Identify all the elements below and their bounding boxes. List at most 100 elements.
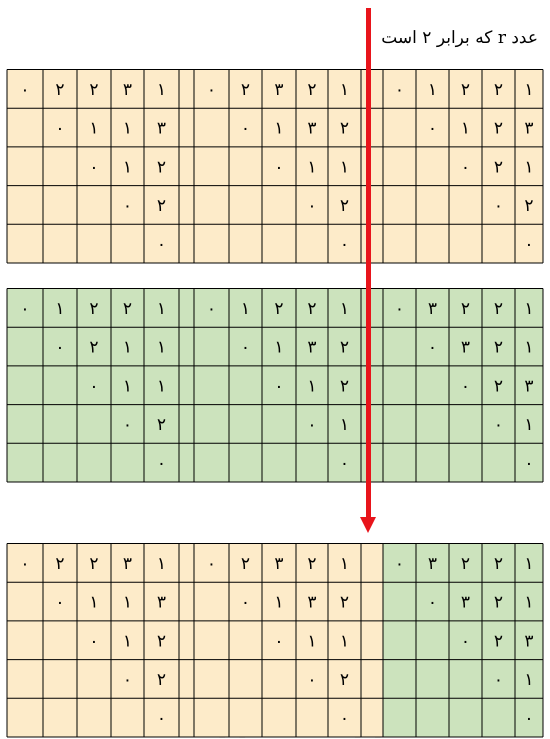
cell-value: ۱ [123, 338, 132, 358]
cell-value: ۰ [274, 631, 283, 651]
cell-value: ۰ [307, 196, 316, 216]
cell-value: ۱ [307, 157, 316, 177]
cell-value: ۱ [307, 376, 316, 396]
cell-value: ۰ [241, 593, 250, 613]
cell-value: ۱ [55, 299, 64, 319]
cell-value: ۰ [20, 299, 29, 319]
cell-value: ۰ [207, 299, 216, 319]
cell-value: ۰ [494, 415, 503, 435]
cell-value: ۲ [157, 196, 166, 216]
cell-value: ۰ [428, 593, 437, 613]
cell-value: ۳ [307, 593, 316, 613]
cell-value: ۲ [524, 196, 533, 216]
cell-value: ۰ [157, 709, 166, 729]
cell-value: ۲ [494, 593, 503, 613]
cell-value: ۲ [89, 299, 98, 319]
cell-value: ۰ [524, 235, 533, 255]
cell-value: ۲ [494, 119, 503, 139]
cell-value: ۲ [340, 119, 349, 139]
cell-value: ۲ [461, 299, 470, 319]
cell-value: ۰ [395, 554, 404, 574]
cell-value: ۰ [89, 376, 98, 396]
cell-value: ۱ [340, 299, 349, 319]
cell-value: ۲ [307, 80, 316, 100]
cell-value: ۱ [157, 80, 166, 100]
cell-value: ۲ [494, 338, 503, 358]
cell-value: ۱ [524, 338, 533, 358]
cell-value: ۰ [524, 454, 533, 474]
cell-value: ۱ [241, 299, 250, 319]
cell-value: ۰ [89, 631, 98, 651]
cell-value: ۰ [340, 709, 349, 729]
cell-value: ۳ [157, 119, 166, 139]
cell-value: ۳ [524, 376, 533, 396]
cell-value: ۲ [340, 338, 349, 358]
cell-value: ۰ [89, 157, 98, 177]
cell-value: ۱ [307, 631, 316, 651]
cell-value: ۲ [307, 554, 316, 574]
cell-value: ۳ [274, 80, 283, 100]
cell-value: ۰ [207, 80, 216, 100]
cell-value: ۲ [89, 338, 98, 358]
cell-value: ۱ [524, 80, 533, 100]
cell-value: ۲ [494, 376, 503, 396]
cell-value: ۲ [340, 670, 349, 690]
cell-value: ۰ [123, 196, 132, 216]
cell-value: ۳ [307, 119, 316, 139]
cell-value: ۲ [274, 299, 283, 319]
cell-value: ۱ [524, 670, 533, 690]
cell-value: ۰ [461, 631, 470, 651]
cell-value: ۳ [274, 554, 283, 574]
cell-value: ۲ [157, 670, 166, 690]
cell-value: ۰ [395, 299, 404, 319]
cell-value: ۲ [494, 157, 503, 177]
cell-value: ۰ [307, 670, 316, 690]
cell-value: ۱ [274, 119, 283, 139]
cell-value: ۰ [241, 119, 250, 139]
cell-value: ۲ [157, 157, 166, 177]
cell-value: ۳ [524, 119, 533, 139]
cell-value: ۲ [157, 631, 166, 651]
cell-value: ۱ [89, 593, 98, 613]
cell-value: ۱ [340, 415, 349, 435]
cell-value: ۳ [307, 338, 316, 358]
cell-value: ۰ [340, 235, 349, 255]
cell-value: ۰ [395, 80, 404, 100]
cell-value: ۲ [461, 554, 470, 574]
cell-value: ۱ [340, 80, 349, 100]
cell-value: ۲ [241, 80, 250, 100]
cell-value: ۱ [524, 554, 533, 574]
cell-value: ۳ [123, 554, 132, 574]
cell-value: ۲ [340, 593, 349, 613]
cell-value: ۲ [307, 299, 316, 319]
cell-value: ۲ [89, 554, 98, 574]
cell-value: ۰ [123, 670, 132, 690]
cell-value: ۲ [340, 196, 349, 216]
cell-value: ۰ [428, 338, 437, 358]
cell-value: ۳ [123, 80, 132, 100]
cell-value: ۱ [524, 593, 533, 613]
cell-value: ۱ [123, 157, 132, 177]
cell-value: ۱ [274, 593, 283, 613]
cell-value: ۳ [157, 593, 166, 613]
cell-value: ۰ [55, 119, 64, 139]
cell-value: ۳ [461, 338, 470, 358]
cell-value: ۲ [157, 415, 166, 435]
cell-value: ۰ [461, 157, 470, 177]
cell-value: ۲ [89, 80, 98, 100]
cell-value: ۱ [157, 554, 166, 574]
cell-value: ۲ [494, 631, 503, 651]
separator-background [179, 544, 194, 738]
separator-background [361, 289, 383, 483]
cell-value: ۰ [20, 554, 29, 574]
cell-value: ۱ [340, 157, 349, 177]
cell-value: ۱ [89, 119, 98, 139]
cell-value: ۱ [340, 554, 349, 574]
cell-value: ۲ [123, 299, 132, 319]
cell-value: ۱ [157, 299, 166, 319]
cell-value: ۱ [340, 631, 349, 651]
cell-value: ۳ [428, 299, 437, 319]
